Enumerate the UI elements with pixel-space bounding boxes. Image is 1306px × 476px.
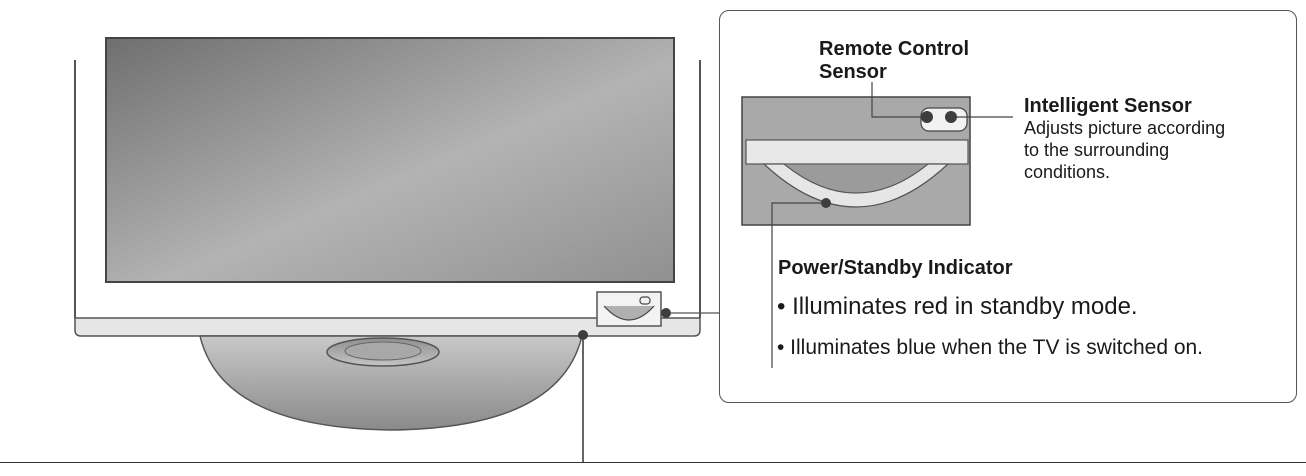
bezel-sensor-arc xyxy=(603,305,655,321)
intelligent-sensor-dot xyxy=(945,111,957,123)
tv-stand-base xyxy=(199,335,583,431)
remote-sensor-label-2: Sensor xyxy=(819,61,887,83)
sensor-panel-bowl xyxy=(782,163,930,194)
bezel-sensor-slot xyxy=(639,296,651,305)
leader-power-indicator xyxy=(771,202,821,368)
tv-bottom-bezel xyxy=(74,317,701,337)
remote-sensor-label-1: Remote Control xyxy=(819,38,969,60)
intelligent-sensor-desc-1: Adjusts picture according xyxy=(1024,118,1226,138)
callout-box xyxy=(719,10,1297,403)
tv-stand-neck-inner xyxy=(344,341,422,361)
stand-point xyxy=(578,330,588,340)
bottom-divider xyxy=(0,462,1306,476)
power-indicator-dot xyxy=(821,198,831,208)
intelligent-sensor-desc-3: conditions. xyxy=(1024,162,1111,182)
sensor-panel-ledge xyxy=(745,139,969,165)
remote-sensor-dot xyxy=(921,111,933,123)
intelligent-sensor-desc-2: to the surrounding xyxy=(1024,140,1170,160)
power-bullet-1: • Illuminates red in standby mode. xyxy=(777,293,1138,320)
power-indicator-title: Power/Standby Indicator xyxy=(778,257,1013,279)
power-bullet-2: • Illuminates blue when the TV is switch… xyxy=(777,336,1204,359)
bezel-power-dot xyxy=(661,308,671,318)
leader-remote-sensor xyxy=(871,82,921,118)
tv-screen xyxy=(105,37,675,283)
intelligent-sensor-title: Intelligent Sensor xyxy=(1024,95,1192,117)
